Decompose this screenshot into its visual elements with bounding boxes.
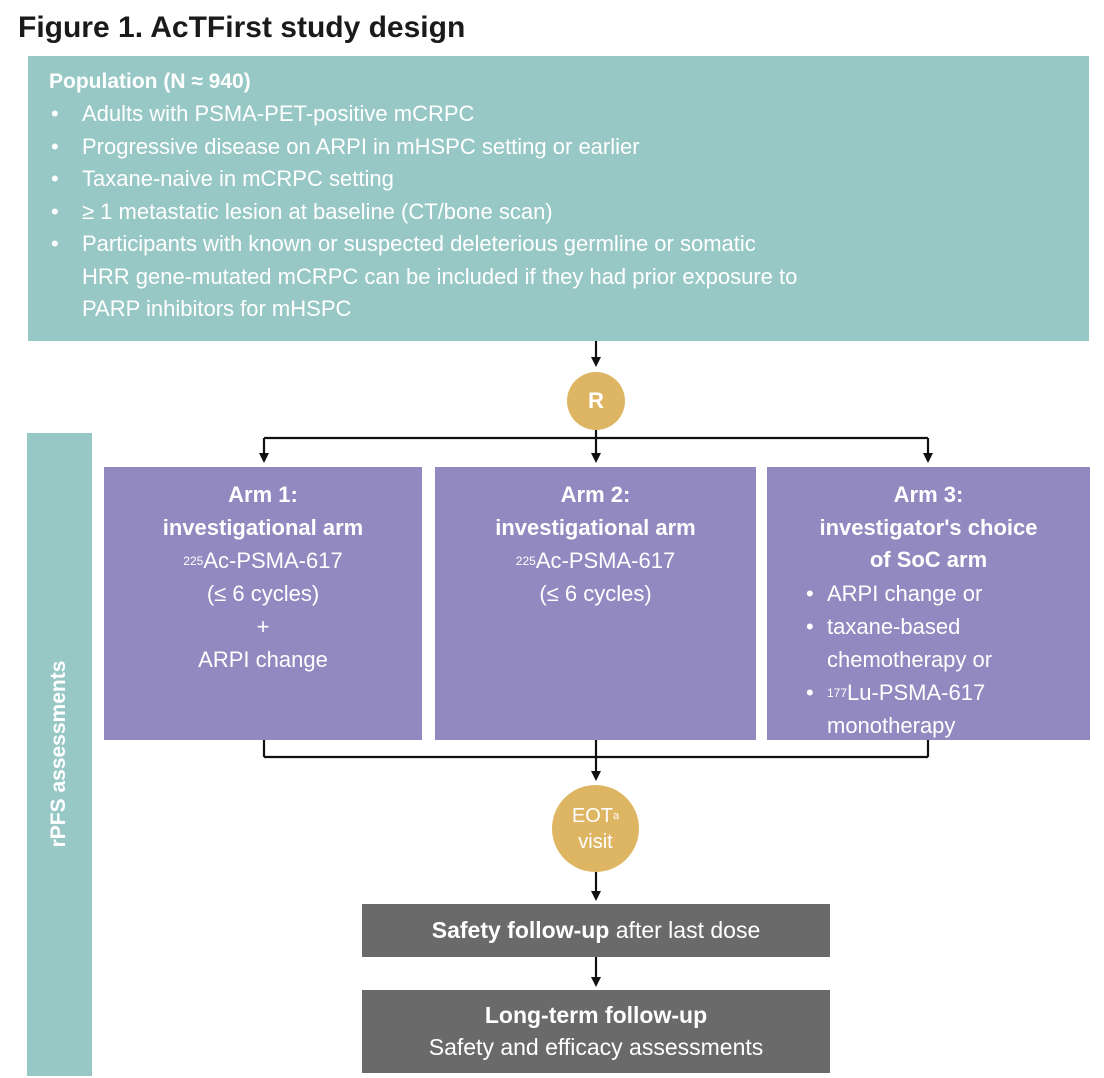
population-box: Population (N ≈ 940) •Adults with PSMA-P… bbox=[28, 56, 1089, 341]
arm-2-cycles: (≤ 6 cycles) bbox=[539, 581, 652, 606]
safety-followup-box: Safety follow-up after last dose bbox=[362, 904, 830, 957]
eot-visit-node: EOTa visit bbox=[552, 785, 639, 872]
arm-1-plus: + bbox=[256, 614, 270, 639]
safety-followup-bold: Safety follow-up bbox=[431, 917, 610, 943]
arm-1-drug: 225Ac-PSMA-617 bbox=[183, 548, 343, 573]
eot-label: EOTa bbox=[571, 804, 620, 827]
arm-1-title: Arm 1: investigational arm bbox=[162, 482, 364, 540]
arm-3-option: •taxane-based chemotherapy or bbox=[806, 613, 993, 672]
population-criterion: •Taxane-naive in mCRPC setting bbox=[51, 166, 394, 191]
population-criterion: •Participants with known or suspected de… bbox=[51, 231, 798, 321]
longterm-followup-box: Long-term follow-up Safety and efficacy … bbox=[362, 990, 830, 1073]
arm-2-title: Arm 2: investigational arm bbox=[495, 482, 696, 540]
figure-title: Figure 1. AcTFirst study design bbox=[18, 11, 466, 44]
safety-followup-rest: after last dose bbox=[609, 917, 761, 943]
arm-1-box: Arm 1: investigational arm 225Ac-PSMA-61… bbox=[104, 467, 422, 740]
arm-3-option: •ARPI change or bbox=[806, 580, 983, 606]
arm-3-option: •177Lu-PSMA-617 monotherapy bbox=[806, 679, 986, 738]
arm-3-title: Arm 3: investigator's choice of SoC arm bbox=[819, 482, 1038, 572]
longterm-followup-title: Long-term follow-up bbox=[484, 1002, 708, 1028]
eot-visit-label: visit bbox=[578, 830, 613, 853]
randomization-label: R bbox=[588, 388, 604, 413]
rpfs-assessments-label: rPFS assessments bbox=[47, 660, 70, 848]
population-criterion: •Adults with PSMA-PET-positive mCRPC bbox=[51, 101, 475, 126]
rpfs-assessments-bar: rPFS assessments bbox=[27, 433, 92, 1076]
arm-1-extra: ARPI change bbox=[198, 647, 328, 672]
population-title: Population (N ≈ 940) bbox=[49, 70, 251, 93]
population-criterion: •Progressive disease on ARPI in mHSPC se… bbox=[51, 133, 640, 159]
randomization-node: R bbox=[567, 372, 625, 430]
arm-3-box: Arm 3: investigator's choice of SoC arm … bbox=[767, 467, 1090, 740]
arm-3-options-list: •ARPI change or •taxane-based chemothera… bbox=[801, 577, 1056, 742]
longterm-followup-subtitle: Safety and efficacy assessments bbox=[428, 1034, 764, 1060]
arm-1-cycles: (≤ 6 cycles) bbox=[206, 581, 320, 606]
population-criteria-list: •Adults with PSMA-PET-positive mCRPC •Pr… bbox=[49, 98, 1089, 326]
population-criterion: •≥ 1 metastatic lesion at baseline (CT/b… bbox=[51, 198, 553, 224]
arm-2-drug: 225Ac-PSMA-617 bbox=[515, 548, 676, 573]
arm-2-box: Arm 2: investigational arm 225Ac-PSMA-61… bbox=[435, 467, 756, 740]
